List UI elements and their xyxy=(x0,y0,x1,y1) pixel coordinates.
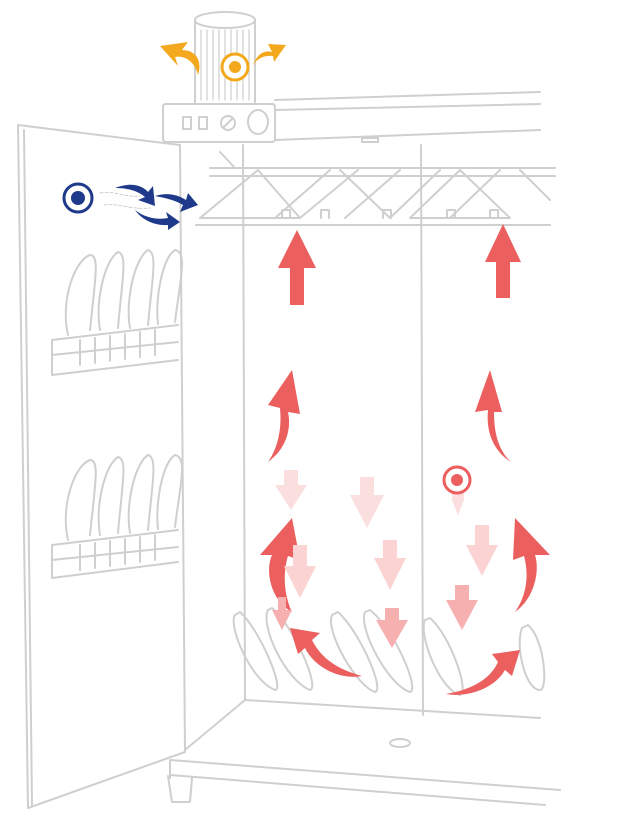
intake-arrows xyxy=(99,184,198,230)
control-panel xyxy=(162,103,379,143)
exhaust-arrow-right xyxy=(253,44,286,65)
exhaust-arrow-left xyxy=(160,42,200,75)
door-rack-upper xyxy=(51,249,184,376)
hot-air-arrows xyxy=(260,224,550,695)
exhaust-target-icon xyxy=(220,52,250,82)
cabinet-door xyxy=(17,124,186,809)
hanger-rail xyxy=(195,151,556,226)
cabinet-body xyxy=(167,91,561,806)
intake-target-icon xyxy=(62,182,94,214)
heater-target-icon xyxy=(442,465,472,495)
cool-air-arrows xyxy=(272,470,498,648)
door-rack-lower xyxy=(51,454,184,579)
